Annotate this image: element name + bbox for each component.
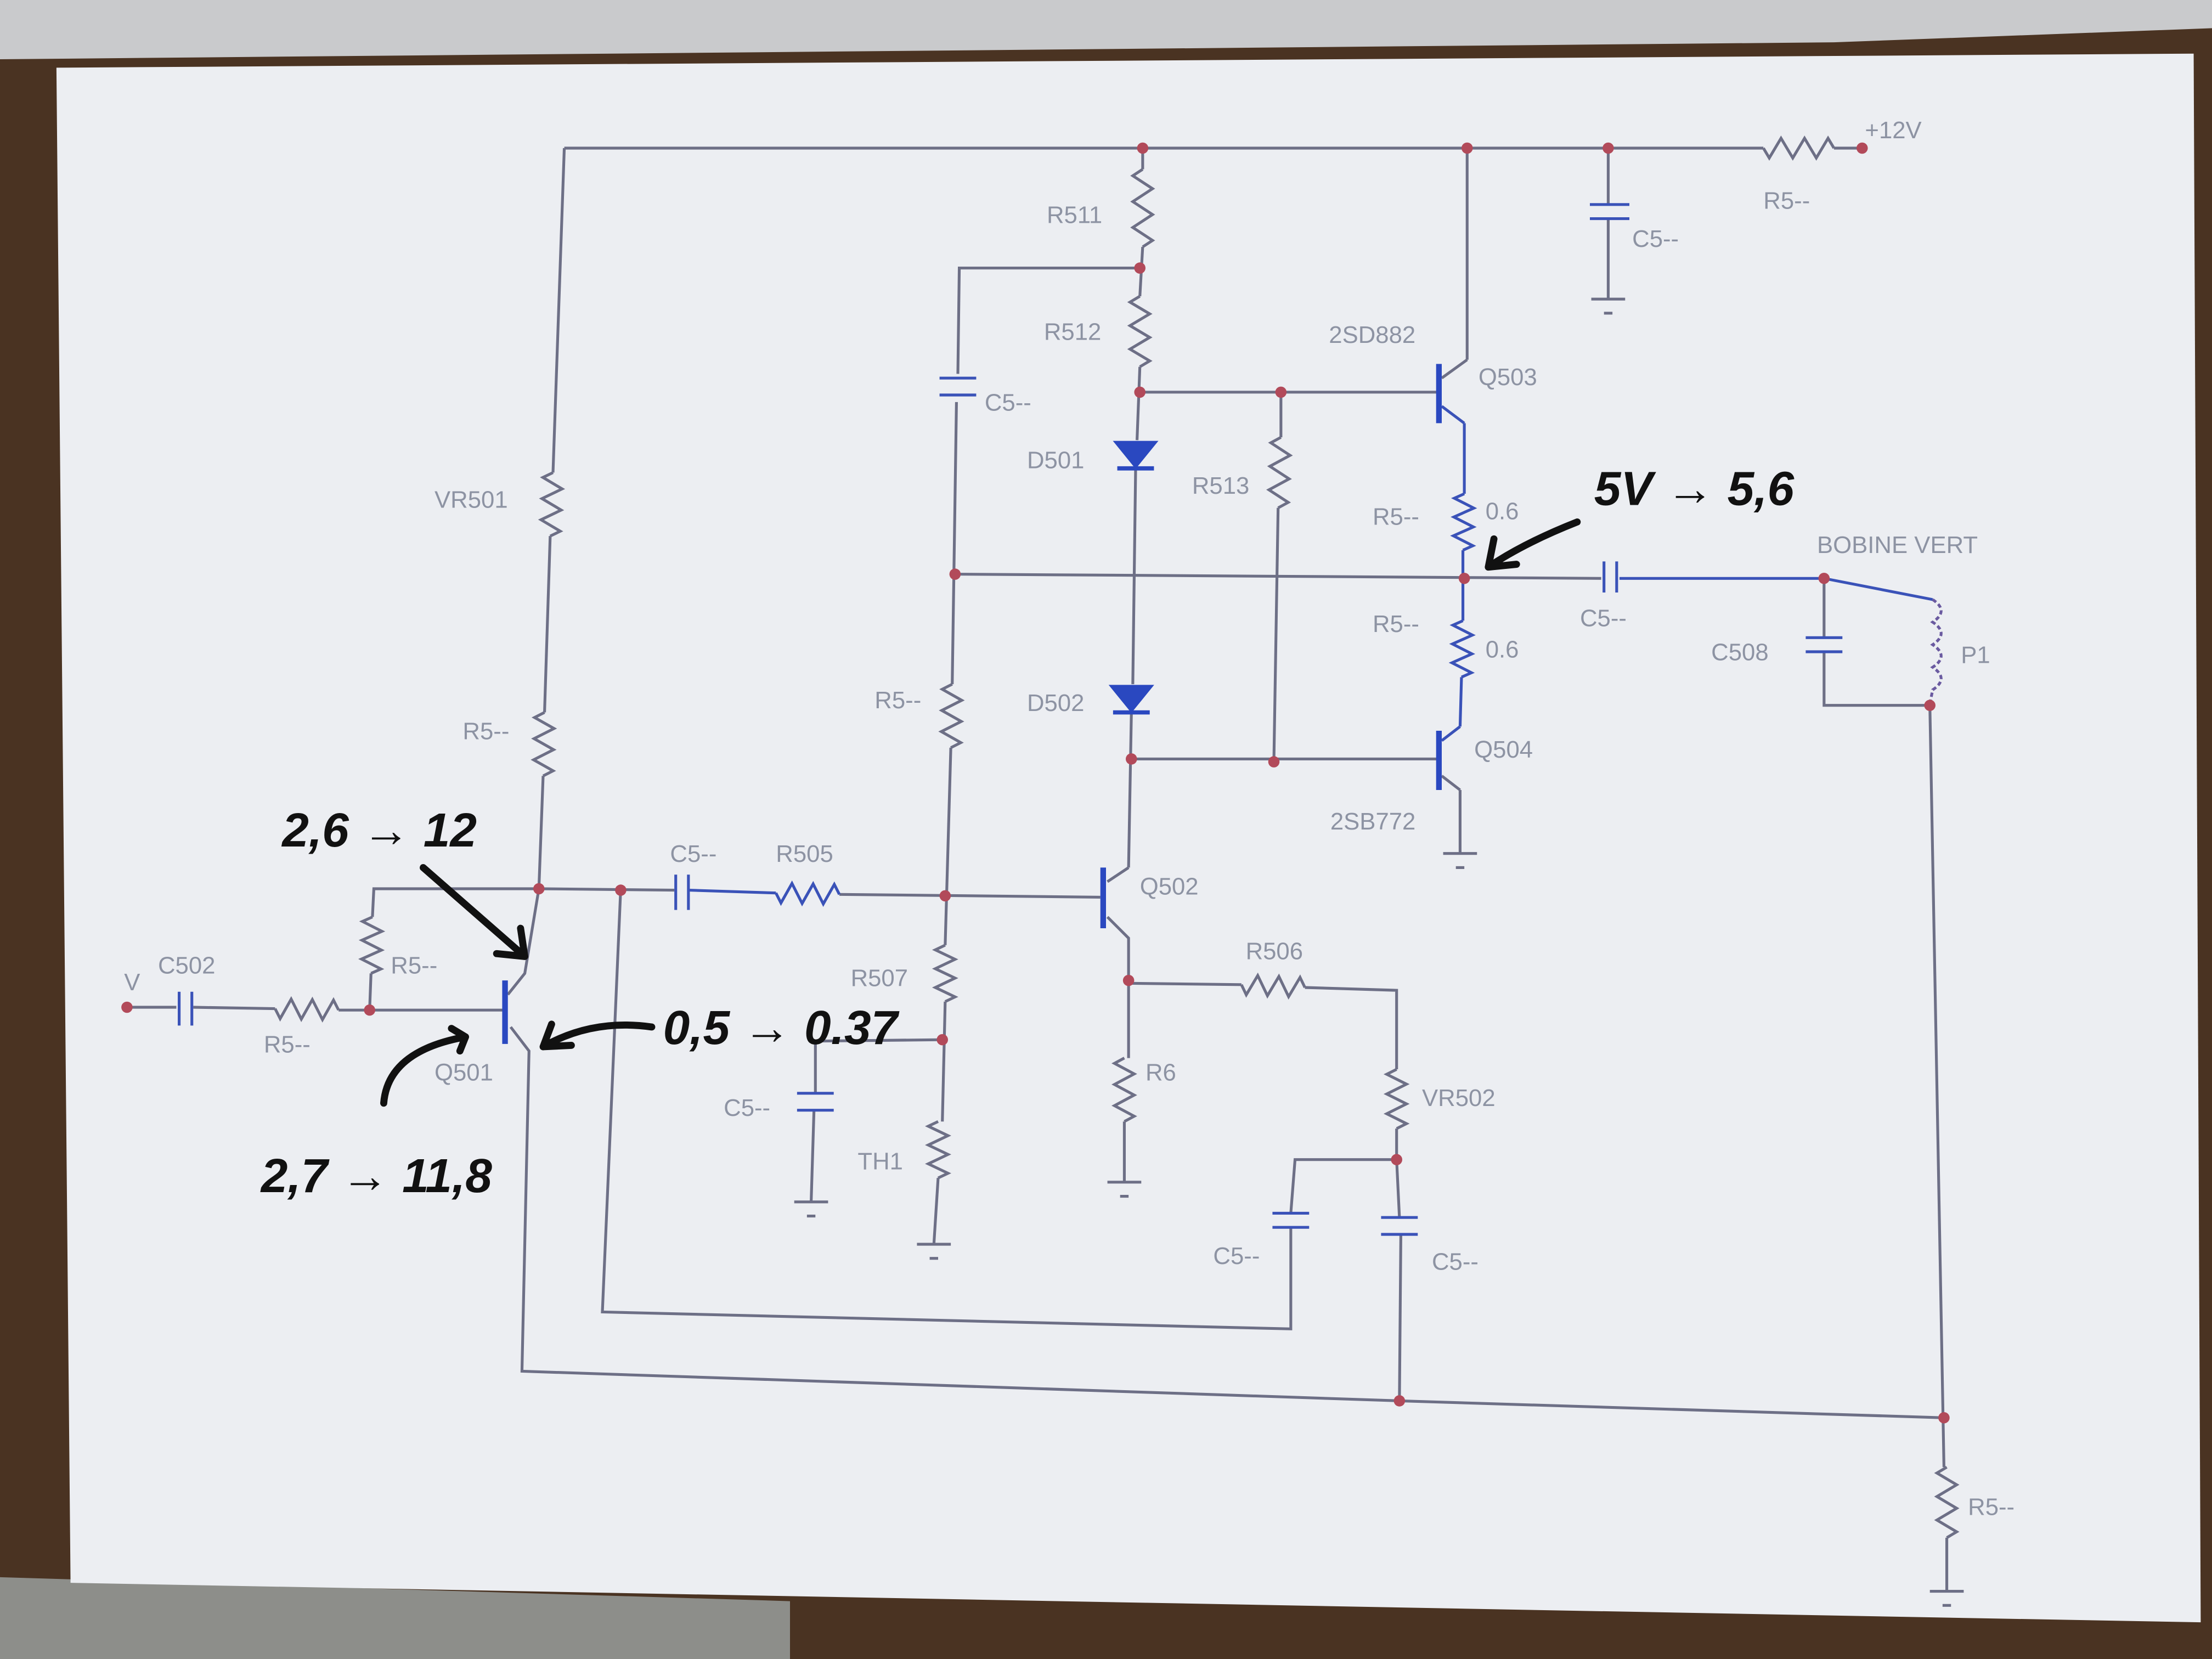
capacitor-c5-a <box>1272 1211 1310 1229</box>
label-r512: R512 <box>1044 319 1101 346</box>
label-r5-coil: R5-- <box>1968 1494 2015 1521</box>
label-vr502: VR502 <box>1422 1085 1496 1111</box>
circuit-wires <box>127 146 1949 1592</box>
label-r507: R507 <box>851 964 908 991</box>
capacitors <box>178 203 1843 1236</box>
resistor-r6 <box>1111 1057 1137 1123</box>
label-r6: R6 <box>1146 1059 1176 1086</box>
label-r506: R506 <box>1246 938 1303 965</box>
label-c5-out: C5-- <box>1580 605 1627 632</box>
label-c5-q501: C5-- <box>670 840 716 867</box>
label-r513: R513 <box>1192 472 1249 499</box>
annotation-q501-emitter: 0,5 → 0.37 <box>663 1001 900 1054</box>
grounds <box>794 297 1964 1607</box>
resistor-vr501 <box>538 471 566 538</box>
diode-d501 <box>1113 441 1159 471</box>
arrow-icon <box>380 1025 470 1107</box>
floor <box>0 1577 790 1659</box>
label-r5-q501-base: R5-- <box>391 952 437 979</box>
arrow-icon <box>1485 518 1581 571</box>
resistor-r511 <box>1130 168 1155 249</box>
label-c5-a: C5-- <box>1213 1243 1260 1269</box>
component-labels: +12V R5-- C5-- R511 R512 2SD882 Q503 C5-… <box>124 117 2015 1521</box>
label-q503: Q503 <box>1479 364 1537 391</box>
resistor-vr502 <box>1383 1068 1410 1130</box>
label-r5-mid: R5-- <box>874 687 921 714</box>
label-c5-fb: C5-- <box>985 389 1031 416</box>
annotation-output-voltage: 5V → 5,6 <box>1594 462 1795 516</box>
resistor-r5-top <box>1450 492 1477 552</box>
label-input: V <box>124 969 140 996</box>
resistor-r505 <box>774 880 841 907</box>
label-q503-type: 2SD882 <box>1329 321 1415 348</box>
label-d501: D501 <box>1027 447 1084 474</box>
label-c5-supply: C5-- <box>1632 225 1679 252</box>
resistor-r513 <box>1266 436 1293 509</box>
label-r511: R511 <box>1047 201 1102 228</box>
capacitor-c5-supply <box>1590 203 1629 221</box>
label-q502: Q502 <box>1140 873 1199 900</box>
label-q504-type: 2SB772 <box>1330 808 1416 835</box>
label-r5-supply: R5-- <box>1763 188 1810 215</box>
label-r5-vr: R5-- <box>462 718 509 744</box>
label-c502: C502 <box>158 952 215 979</box>
resistors <box>274 135 1960 1539</box>
transistors <box>502 364 1442 1044</box>
arrow-icon <box>539 1020 656 1051</box>
label-r5-top: R5-- <box>1373 504 1419 531</box>
resistor-r506 <box>1240 972 1306 1000</box>
label-c5-th: C5-- <box>724 1094 770 1121</box>
resistor-r5-mid <box>938 682 965 749</box>
diode-d502 <box>1108 685 1154 715</box>
label-bobine-vert: BOBINE VERT <box>1817 532 1978 558</box>
capacitor-c5-fb <box>939 376 977 397</box>
diodes <box>1108 441 1159 715</box>
resistor-r5-bottom <box>1448 619 1476 679</box>
label-c5-b: C5-- <box>1432 1248 1479 1275</box>
capacitor-c508 <box>1805 636 1843 653</box>
resistor-r5-coil <box>1934 1466 1960 1539</box>
capacitor-c5-b <box>1381 1216 1418 1236</box>
resistor-r5-q501-base <box>358 916 386 975</box>
junction-nodes <box>121 142 1950 1424</box>
handwritten-annotations: 5V → 5,6 2,6 → 12 0,5 → 0.37 2,7 → 11,8 <box>260 462 1795 1203</box>
label-q504: Q504 <box>1474 736 1533 763</box>
capacitor-c5-th <box>797 1092 834 1112</box>
capacitor-c5-out <box>1602 561 1618 592</box>
resistor-r507 <box>932 944 958 1003</box>
label-d502: D502 <box>1027 690 1084 716</box>
label-c508: C508 <box>1711 639 1768 665</box>
annotation-q501-base: 2,7 → 11,8 <box>260 1149 492 1203</box>
resistor-r512 <box>1127 295 1153 368</box>
annotation-q501-collector: 2,6 → 12 <box>281 803 477 857</box>
label-r5-bottom: R5-- <box>1373 611 1419 637</box>
arrow-icon <box>420 864 529 960</box>
label-th1: TH1 <box>857 1148 903 1175</box>
label-r505: R505 <box>776 840 833 867</box>
label-p1: P1 <box>1961 642 1990 669</box>
label-r5-top-value: 0.6 <box>1486 498 1519 524</box>
label-r5-bottom-value: 0.6 <box>1486 636 1519 663</box>
keyboard-edge <box>0 0 2212 59</box>
resistor-r5-vr <box>531 711 557 777</box>
capacitor-c502 <box>178 991 194 1026</box>
resistor-th1 <box>925 1120 951 1180</box>
resistor-r5-in <box>274 996 340 1023</box>
inductor-p1 <box>1928 598 1943 704</box>
label-vr501: VR501 <box>435 487 508 514</box>
label-q501: Q501 <box>435 1059 493 1086</box>
label-r5-in: R5-- <box>264 1031 311 1058</box>
capacitor-c5-q501 <box>674 874 690 910</box>
resistor-r5-supply <box>1762 135 1836 161</box>
label-supply: +12V <box>1865 117 1921 144</box>
